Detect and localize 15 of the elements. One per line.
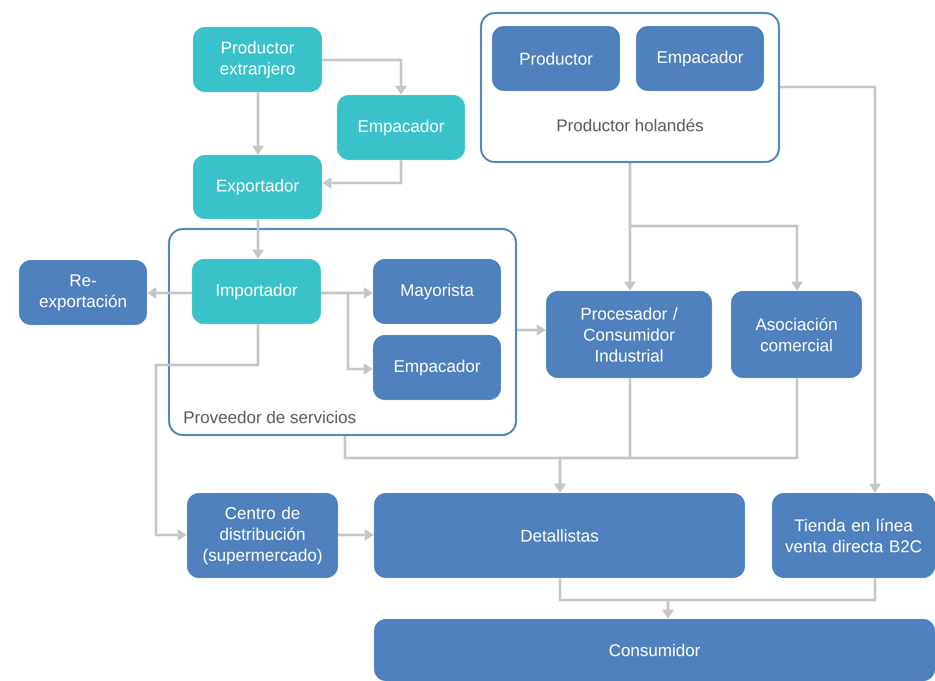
process-box: Importador [192,259,321,324]
process-box: Consumidor [374,619,935,681]
process-box: Re-exportación [19,260,147,325]
process-box: Mayorista [373,259,501,324]
process-box: Procesador / Consumidor Industrial [546,291,712,378]
process-box: Exportador [193,155,322,219]
process-box: Empacador [337,95,465,160]
process-box: Empacador [636,26,764,91]
process-box: Productor [492,26,620,91]
process-box: Empacador [373,335,501,400]
process-box: Asociación comercial [731,291,862,378]
process-box: Centro de distribución (supermercado) [187,493,338,578]
process-box: Tienda en línea venta directa B2C [772,493,935,578]
process-box: Detallistas [374,493,745,578]
process-box: Productor extranjero [193,27,322,92]
